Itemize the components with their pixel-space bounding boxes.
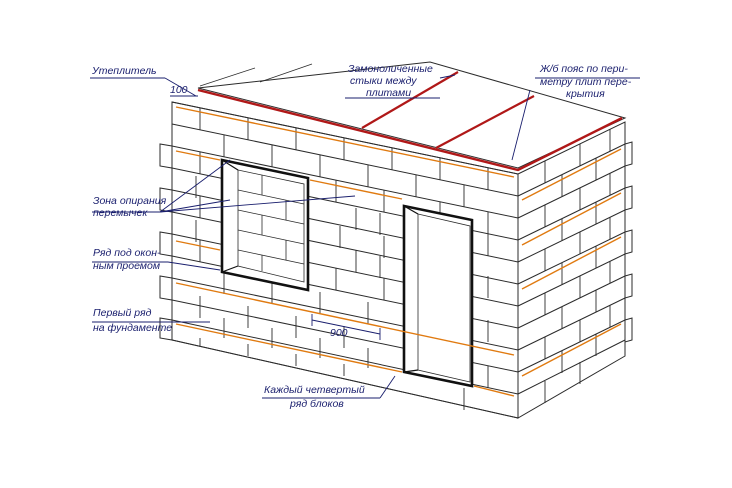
rc-belt: [197, 88, 623, 172]
door-width-value: 900: [330, 327, 348, 339]
reinforcement-lines: [175, 106, 622, 397]
side-wall: [517, 121, 626, 419]
right-edge-blocks: [624, 141, 633, 343]
door-opening: [402, 204, 474, 388]
label-insulation: Утеплитель: [91, 65, 157, 77]
label-lintel-zone-line1: Зона опирания: [93, 195, 167, 207]
label-monolithic-joints-line1: Замоноличенные: [348, 63, 433, 75]
floor-slab: [197, 61, 627, 169]
label-monolithic-joints-line2: стыки между: [350, 75, 417, 87]
label-lintel-zone-line2: перемычек: [93, 207, 148, 219]
label-insulation-size: 100: [170, 84, 188, 96]
label-every-fourth-line1: Каждый четвертый: [264, 384, 365, 396]
label-window-row-line1: Ряд под окон-: [93, 247, 161, 259]
slab-joints: [361, 71, 535, 149]
door-width-dimension: [311, 314, 381, 340]
label-rc-belt-line2: метру плит пере-: [540, 76, 632, 88]
label-monolithic-joints-line3: плитами: [366, 87, 411, 99]
window-opening: [220, 158, 310, 292]
label-rc-belt-line3: крытия: [566, 88, 605, 100]
label-first-row-line2: на фундаменте: [93, 322, 172, 334]
label-every-fourth-line2: ряд блоков: [289, 398, 344, 410]
label-first-row-line1: Первый ряд: [93, 307, 152, 319]
label-window-row-line2: ным проемом: [93, 260, 160, 272]
callout-lines: [90, 74, 640, 399]
label-rc-belt-line1: Ж/б пояс по пери-: [539, 63, 628, 75]
left-edge-blocks: [159, 143, 173, 341]
